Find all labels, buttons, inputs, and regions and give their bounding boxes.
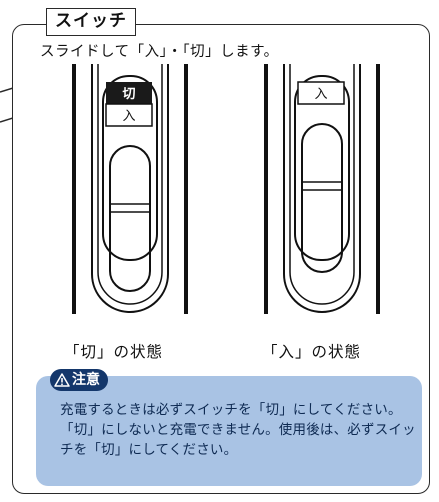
instruction-text: スライドして「入」・「切」します。	[40, 44, 279, 60]
switch-off-caption: 「切」の状態	[64, 343, 164, 361]
warning-triangle-icon	[54, 373, 70, 387]
caution-badge: 注意	[50, 369, 108, 391]
switch-off-label-off: 切	[122, 87, 135, 102]
caution-text: 充電するときは必ずスイッチを「切」にしてください。「切」にしないと充電できません…	[60, 402, 416, 458]
switch-on-label-on: 入	[314, 87, 327, 102]
switch-on-caption: 「入」の状態	[262, 343, 362, 361]
switch-on-illustration: 入	[264, 64, 380, 314]
section-title: スイッチ	[46, 8, 136, 36]
caution-box	[36, 376, 422, 486]
switch-off-illustration: 切 入	[72, 64, 188, 314]
switch-off-label-on: 入	[122, 109, 135, 124]
caution-label: 注意	[72, 372, 100, 388]
